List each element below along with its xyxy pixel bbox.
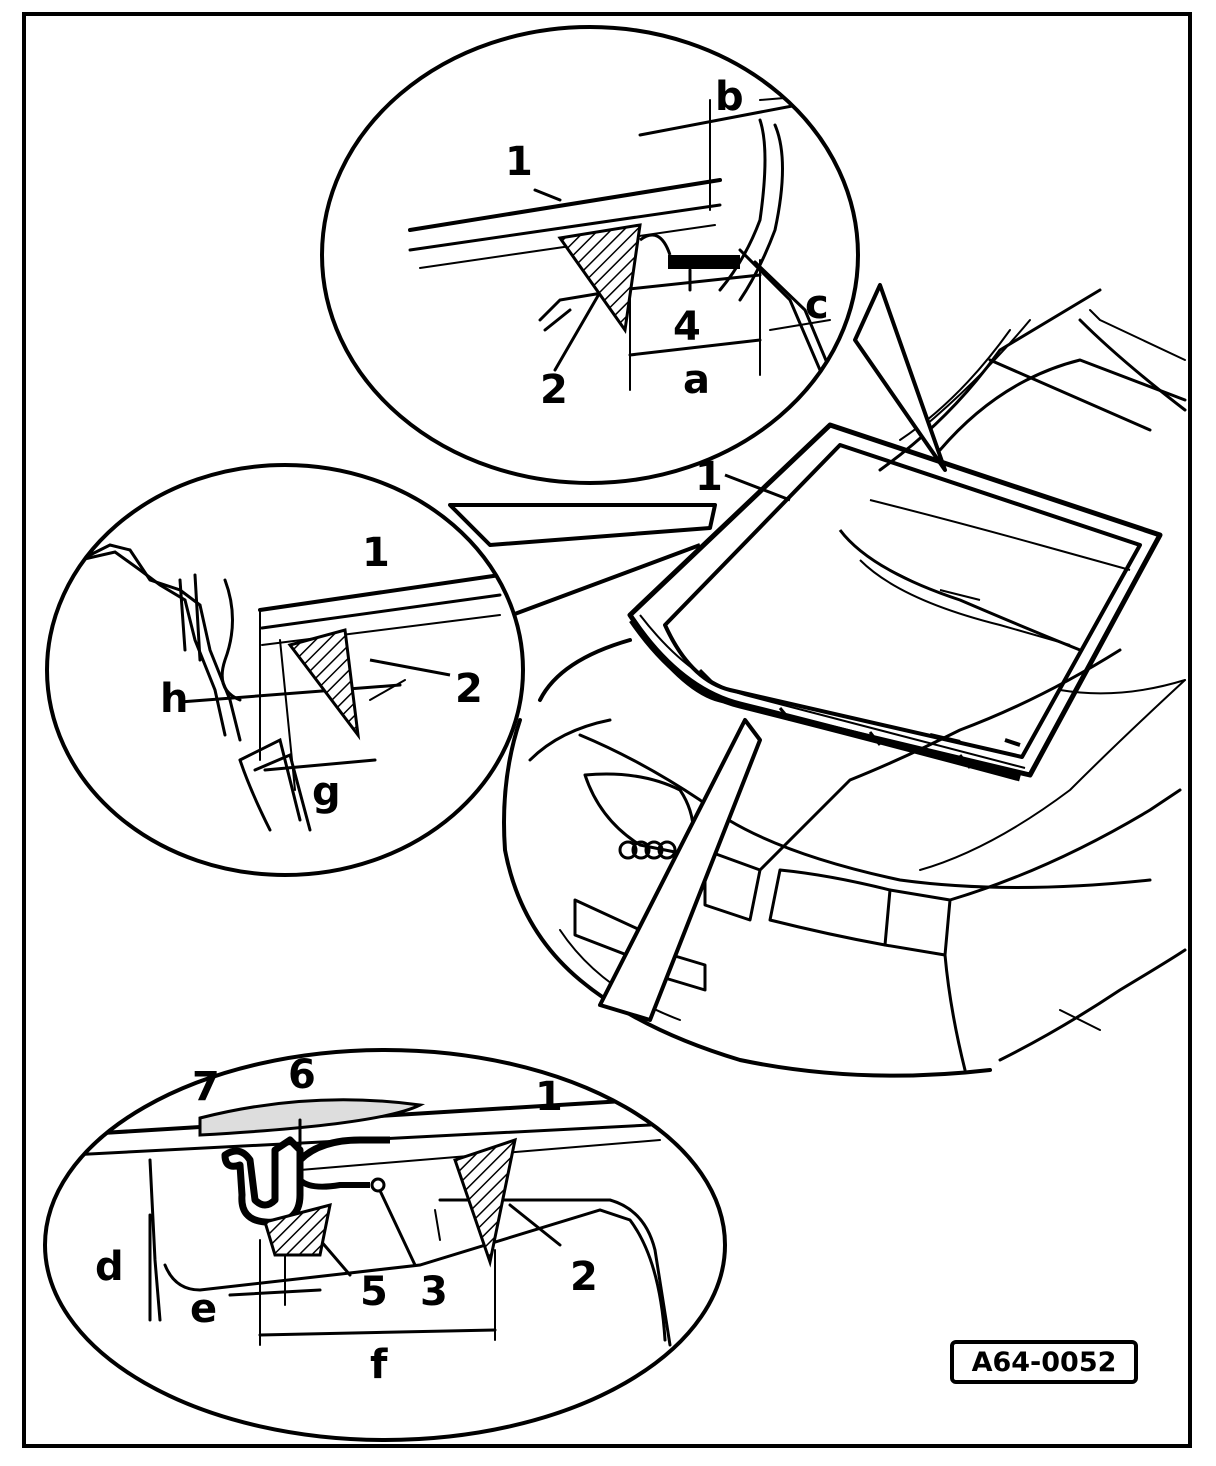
main-label-1-leader <box>724 473 791 502</box>
bot-label-e: e <box>190 1286 217 1332</box>
bot-label-7: 7 <box>192 1064 220 1110</box>
callout-pointers <box>448 283 947 1022</box>
bot-label-5: 5 <box>360 1269 388 1315</box>
main-label-1: 1 <box>695 454 723 500</box>
bot-label-1: 1 <box>535 1074 563 1120</box>
windshield-glass <box>627 422 1163 782</box>
bot-label-3: 3 <box>420 1269 448 1315</box>
mid-label-h: h <box>160 676 188 722</box>
car-body <box>502 288 1187 1078</box>
detail-bottom: 1 2 3 5 6 7 d e f <box>43 1048 727 1442</box>
mid-label-1: 1 <box>362 530 390 576</box>
bot-label-6: 6 <box>288 1052 316 1098</box>
top-label-c: c <box>805 282 829 328</box>
detail-middle: 1 2 h g <box>45 463 525 877</box>
detail-top: 1 2 4 a b c <box>320 25 860 485</box>
top-label-2: 2 <box>540 367 568 413</box>
bot-label-2: 2 <box>570 1254 598 1300</box>
top-label-a: a <box>683 357 710 403</box>
bot-label-d: d <box>95 1244 124 1290</box>
logo-rings <box>618 840 677 860</box>
top-label-4: 4 <box>673 304 701 350</box>
top-label-b: b <box>715 74 744 120</box>
bot-label-f: f <box>370 1342 388 1388</box>
mid-label-2: 2 <box>455 666 483 712</box>
figure-reference-badge: A64-0052 <box>950 1340 1138 1384</box>
top-label-1: 1 <box>505 139 533 185</box>
mid-label-g: g <box>312 769 341 815</box>
figure-reference-code: A64-0052 <box>971 1346 1117 1378</box>
